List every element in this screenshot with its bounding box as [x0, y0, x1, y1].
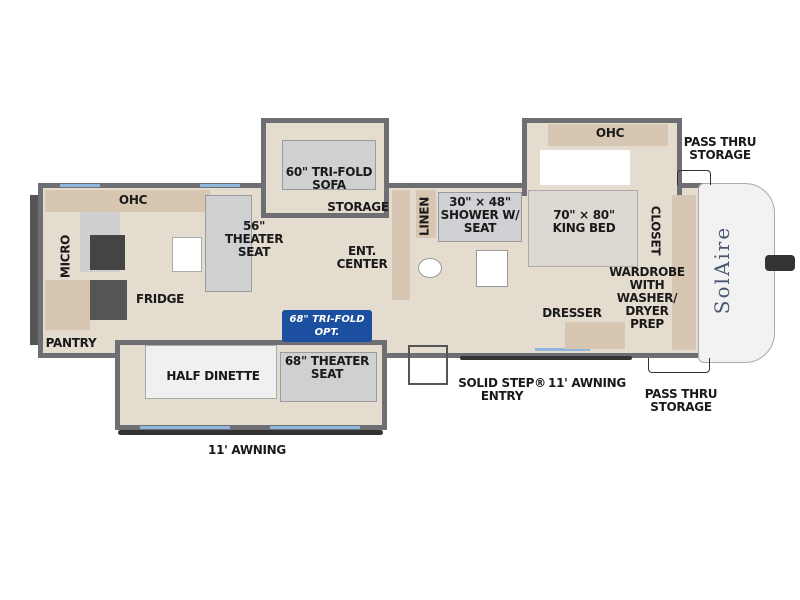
- label-line: SEAT: [463, 221, 497, 235]
- label-awning-left: 11' AWNING: [208, 443, 286, 457]
- label-line: PASS THRU: [644, 387, 718, 401]
- label-ohc-kitchen: OHC: [118, 193, 148, 207]
- label-line: 30" × 48": [449, 195, 511, 209]
- pantry-cabinet: [45, 280, 90, 330]
- half-dinette: [145, 345, 277, 399]
- king-bed: [528, 190, 638, 267]
- tri-fold-sofa-60: [282, 140, 376, 190]
- label-ent-center: ENT.CENTER: [337, 245, 388, 271]
- brand-logo-text: SolAire: [710, 225, 734, 315]
- label-line: 68" THEATER: [284, 354, 370, 368]
- window: [200, 184, 240, 187]
- hitch: [765, 255, 795, 271]
- label-line: ENTRY: [480, 389, 524, 403]
- label-line: WARDROBE: [609, 265, 685, 279]
- label-line: CENTER: [336, 257, 388, 271]
- label-line: 60" TRI-FOLD: [285, 165, 373, 179]
- label-linen: LINEN: [417, 197, 432, 236]
- microwave: [90, 235, 125, 270]
- kitchen-ohc-cabinet: [45, 190, 210, 212]
- window: [140, 426, 230, 429]
- linen-cabinet: [416, 190, 436, 238]
- entry-steps: [408, 345, 448, 385]
- label-line: THEATER: [224, 232, 284, 246]
- label-king-bed: 70" × 80"KING BED: [553, 209, 616, 235]
- theater-seat-56: [205, 195, 252, 292]
- label-line: SHOWER W/: [440, 208, 520, 222]
- label-line: ENT.: [348, 244, 376, 258]
- label-micro: MICRO: [58, 234, 73, 279]
- label-shower: 30" × 48"SHOWER W/SEAT: [441, 196, 520, 235]
- label-line: PREP: [630, 317, 664, 331]
- label-solid-step: SOLID STEP®ENTRY: [458, 377, 546, 403]
- label-line: WASHER/: [616, 291, 678, 305]
- label-line: PASS THRU: [683, 135, 757, 149]
- label-half-dinette: HALF DINETTE: [166, 369, 260, 383]
- sink: [172, 237, 202, 272]
- dresser-cabinet: [565, 322, 625, 349]
- label-ohc-bedroom: OHC: [595, 126, 625, 140]
- label-line: DRYER: [625, 304, 669, 318]
- window: [60, 184, 100, 187]
- option-badge-line: 68" TRI-FOLD: [289, 314, 365, 325]
- label-pantry: PANTRY: [45, 336, 97, 350]
- window: [535, 348, 590, 351]
- label-fridge: FRIDGE: [135, 292, 185, 306]
- option-badge: 68" TRI-FOLD OPT.: [282, 310, 372, 342]
- awning-right: [460, 356, 632, 360]
- label-line: SOLID STEP®: [458, 376, 546, 390]
- label-line: SEAT: [237, 245, 271, 259]
- label-storage: STORAGE: [327, 200, 389, 214]
- bath-sink: [476, 250, 508, 287]
- awning-left: [118, 430, 383, 435]
- label-awning-right: 11' AWNING: [548, 376, 626, 390]
- pass-thru-storage-bottom: [648, 358, 710, 373]
- brand-logo: SolAire: [710, 226, 734, 314]
- label-line: STORAGE: [650, 400, 712, 414]
- label-line: 56": [242, 219, 266, 233]
- shower: [438, 192, 522, 242]
- label-closet: CLOSET: [648, 205, 663, 256]
- bedroom-ohc-cabinet: [548, 124, 668, 146]
- ent-center-cabinet: [392, 190, 410, 300]
- toilet: [418, 258, 442, 278]
- label-line: SOFA: [312, 178, 346, 192]
- label-line: STORAGE: [689, 148, 751, 162]
- window: [270, 426, 360, 429]
- label-line: SEAT: [310, 367, 344, 381]
- wardrobe-cabinet: [672, 195, 696, 350]
- label-line: KING BED: [552, 221, 616, 235]
- theater-seat-68: [280, 352, 377, 402]
- pass-thru-storage-top: [677, 170, 711, 185]
- pillows: [540, 150, 630, 185]
- label-dresser: DRESSER: [542, 306, 602, 320]
- front-cap: [698, 183, 775, 363]
- label-line: 70" × 80": [553, 208, 615, 222]
- option-badge-line: OPT.: [314, 327, 340, 338]
- rear-cap: [30, 195, 38, 345]
- label-line: WITH: [629, 278, 665, 292]
- fridge: [90, 280, 127, 320]
